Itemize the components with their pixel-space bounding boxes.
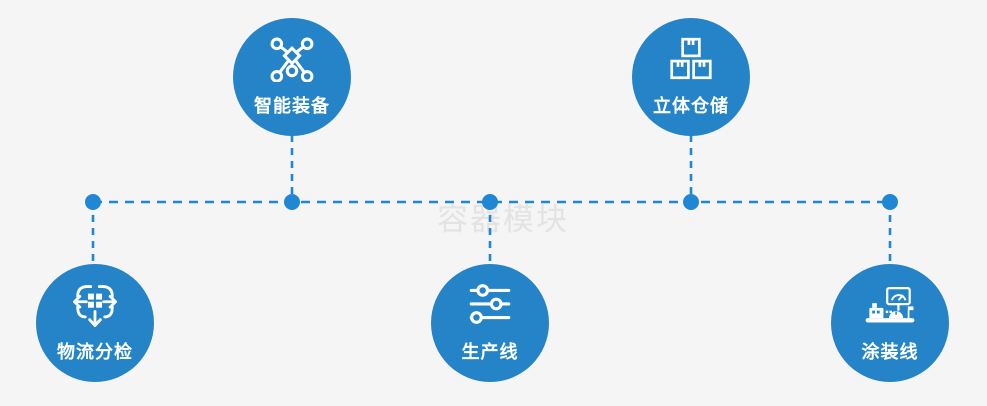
junction-dot	[882, 194, 898, 210]
node-coating-line: 涂装线	[831, 264, 949, 382]
node-smart-equipment: 智能装备	[233, 18, 351, 136]
machine-gauge-icon	[860, 277, 920, 333]
node-label: 立体仓储	[653, 96, 729, 117]
junction-dot	[85, 194, 101, 210]
node-label: 涂装线	[861, 342, 919, 363]
sliders-icon	[465, 277, 515, 333]
node-logistics-sorting: 物流分检	[36, 264, 154, 382]
network-nodes-icon	[266, 31, 318, 87]
sorting-distribution-icon	[69, 277, 121, 333]
node-warehouse: 立体仓储	[632, 18, 750, 136]
node-production-line: 生产线	[431, 264, 549, 382]
stacked-boxes-icon	[666, 31, 716, 87]
junction-dot	[284, 194, 300, 210]
node-label: 物流分检	[57, 342, 133, 363]
junction-dot	[683, 194, 699, 210]
node-label: 智能装备	[254, 96, 330, 117]
watermark-text: 容器模块	[437, 202, 569, 238]
node-label: 生产线	[461, 342, 519, 363]
